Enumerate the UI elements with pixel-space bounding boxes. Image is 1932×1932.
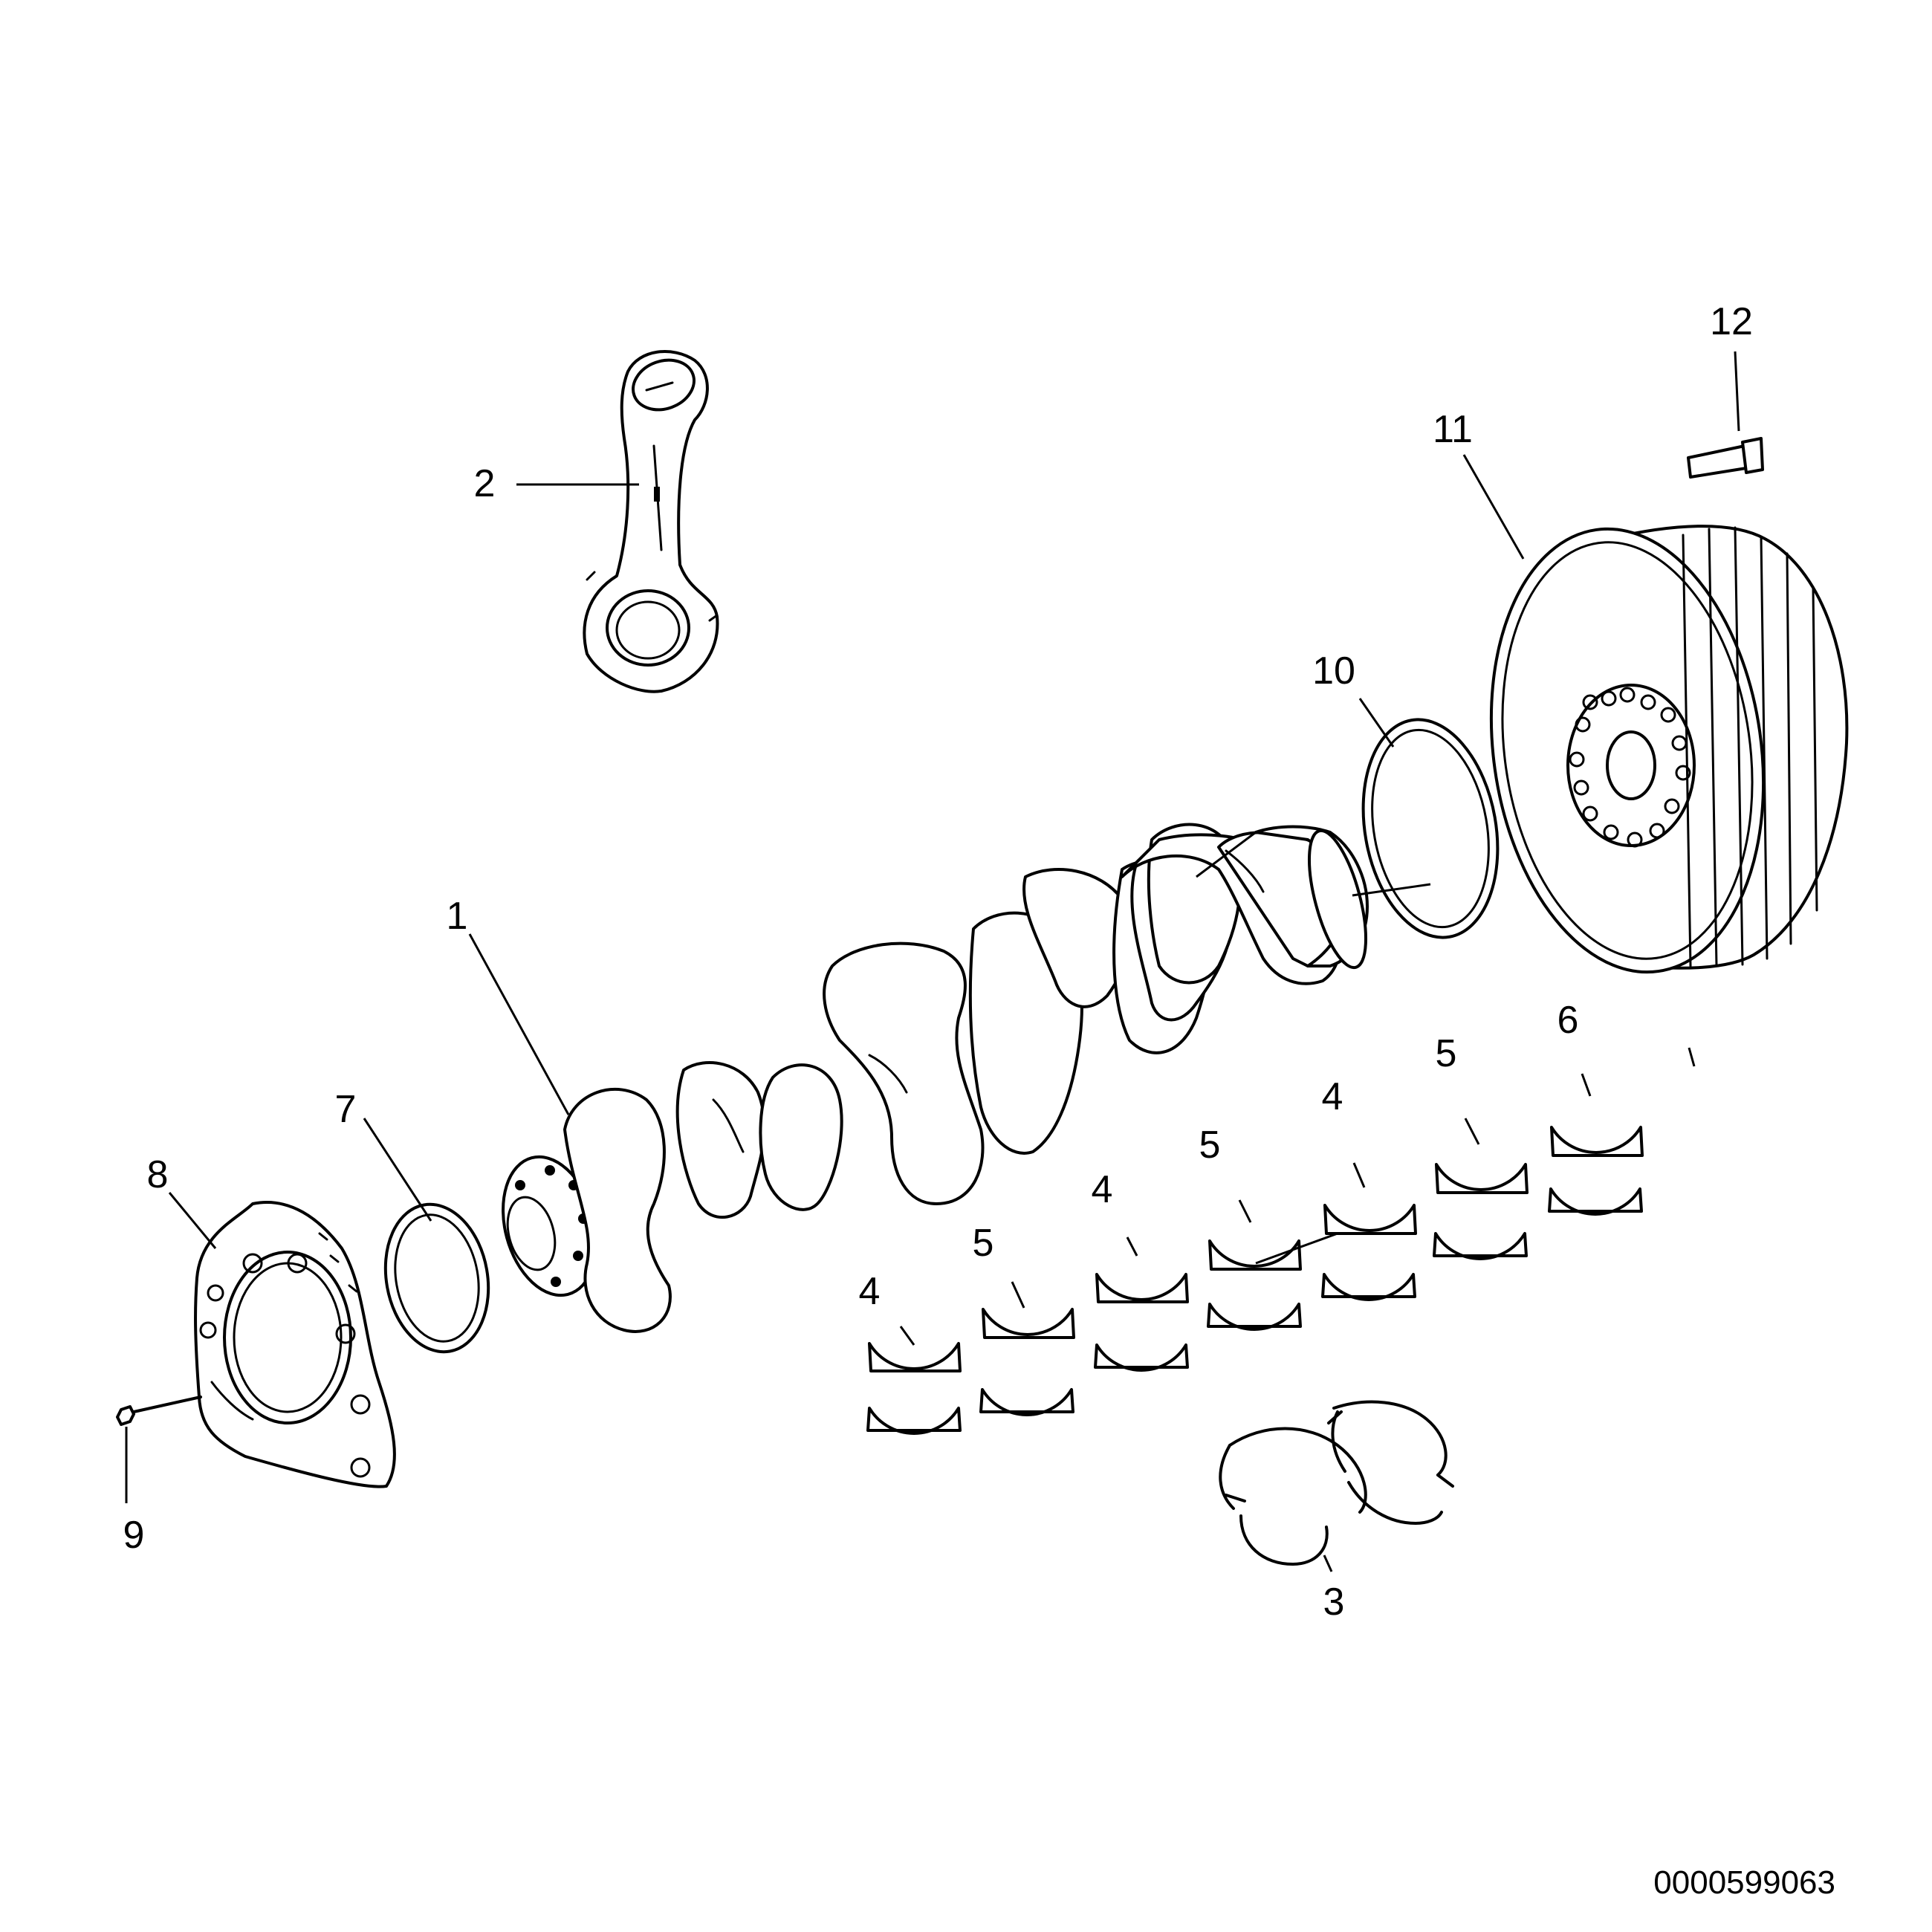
callout-5-b: 5	[1199, 1124, 1221, 1167]
front-seal-ring	[383, 1202, 490, 1354]
callout-7: 7	[335, 1088, 357, 1131]
document-id: 0000599063	[1653, 1864, 1835, 1901]
bearing-shell-pair-7	[1548, 1126, 1644, 1216]
callout-labels: 1 2 3 4 4 4 4 5 5 5 5 6 7 8 9 10 11 12	[123, 300, 1753, 1624]
bearing-shell-pair-6	[1433, 1163, 1529, 1260]
callout-10: 10	[1312, 649, 1355, 693]
callout-8: 8	[147, 1153, 169, 1196]
callout-5-c: 5	[1436, 1032, 1457, 1075]
bearing-shell-pair-1	[866, 1342, 962, 1435]
flywheel	[1489, 525, 1849, 974]
thrust-washers	[1219, 1400, 1454, 1566]
callout-4-c: 4	[1322, 1075, 1343, 1118]
callout-9: 9	[123, 1514, 145, 1557]
front-cover	[194, 1201, 396, 1488]
callout-6: 6	[1557, 999, 1579, 1042]
callout-3: 3	[1323, 1581, 1345, 1624]
rear-seal-ring	[1361, 718, 1500, 939]
callout-2: 2	[474, 462, 496, 505]
callout-11: 11	[1433, 408, 1473, 451]
callout-4-a: 4	[859, 1270, 881, 1313]
callout-1: 1	[447, 895, 468, 938]
flywheel-bolt	[1687, 437, 1764, 479]
bearing-shell-pair-4	[1207, 1239, 1302, 1331]
bearing-shell-pair-5	[1321, 1204, 1417, 1301]
callout-5-a: 5	[973, 1222, 994, 1265]
callout-12: 12	[1710, 300, 1753, 343]
callout-4-b: 4	[1092, 1168, 1113, 1211]
bearing-shell-pair-3	[1094, 1273, 1189, 1372]
bearing-shell-pair-2	[979, 1308, 1075, 1416]
leader-lines	[125, 351, 1740, 1572]
connecting-rod	[583, 350, 719, 693]
front-cover-bolt	[116, 1395, 202, 1426]
crankshaft	[502, 823, 1369, 1333]
